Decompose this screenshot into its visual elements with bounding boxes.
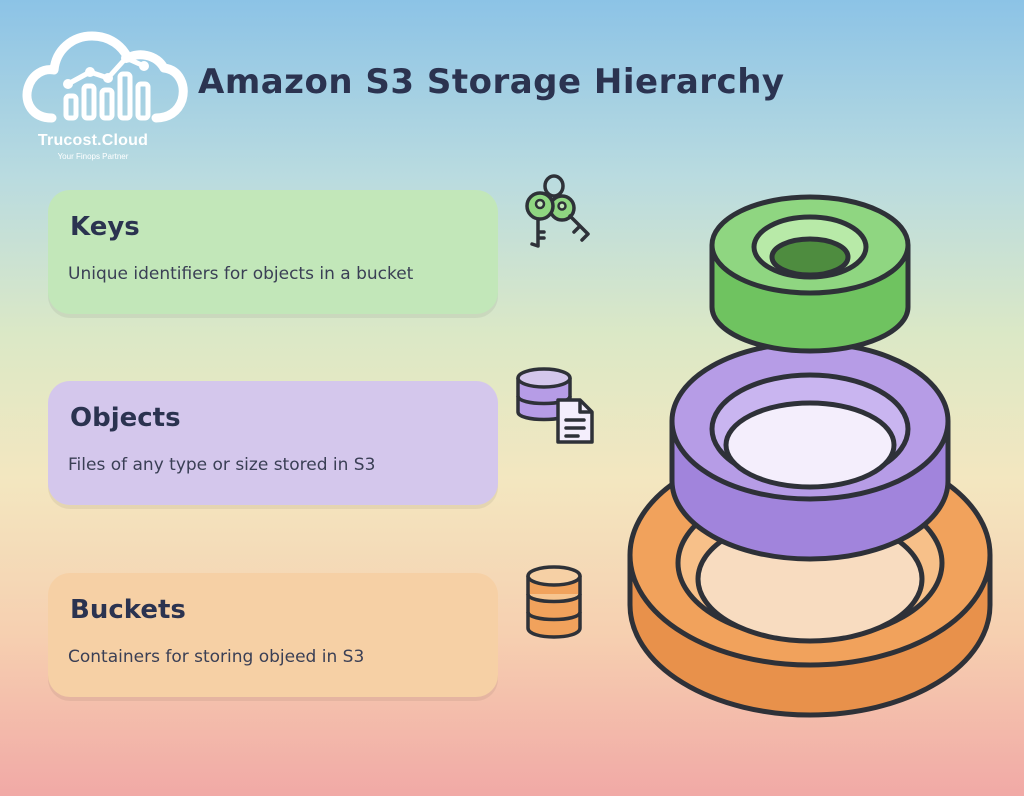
- buckets-card: Buckets Containers for storing objeed in…: [48, 573, 498, 697]
- s3-hierarchy-rings: [627, 194, 993, 718]
- buckets-description: Containers for storing objeed in S3: [68, 647, 365, 667]
- buckets-heading: Buckets: [70, 595, 186, 625]
- objects-ring: [669, 340, 951, 562]
- keys-ring: [709, 194, 911, 354]
- objects-description: Files of any type or size stored in S3: [68, 455, 376, 475]
- database-file-icon: [516, 367, 594, 444]
- bucket-stack-icon: [526, 565, 582, 639]
- cloud-chart-icon: [22, 31, 188, 123]
- keys-icon: [525, 174, 590, 248]
- objects-heading: Objects: [70, 403, 181, 433]
- brand-logo: Trucost.Cloud Your Finops Partner: [18, 14, 188, 164]
- brand-name: Trucost.Cloud: [37, 132, 149, 149]
- brand-tagline: Your Finops Partner: [57, 152, 129, 161]
- keys-description: Unique identifiers for objects in a buck…: [68, 264, 414, 284]
- keys-card: Keys Unique identifiers for objects in a…: [48, 190, 498, 314]
- keys-heading: Keys: [70, 212, 140, 242]
- objects-card: Objects Files of any type or size stored…: [48, 381, 498, 505]
- page-title: Amazon S3 Storage Hierarchy: [198, 62, 785, 102]
